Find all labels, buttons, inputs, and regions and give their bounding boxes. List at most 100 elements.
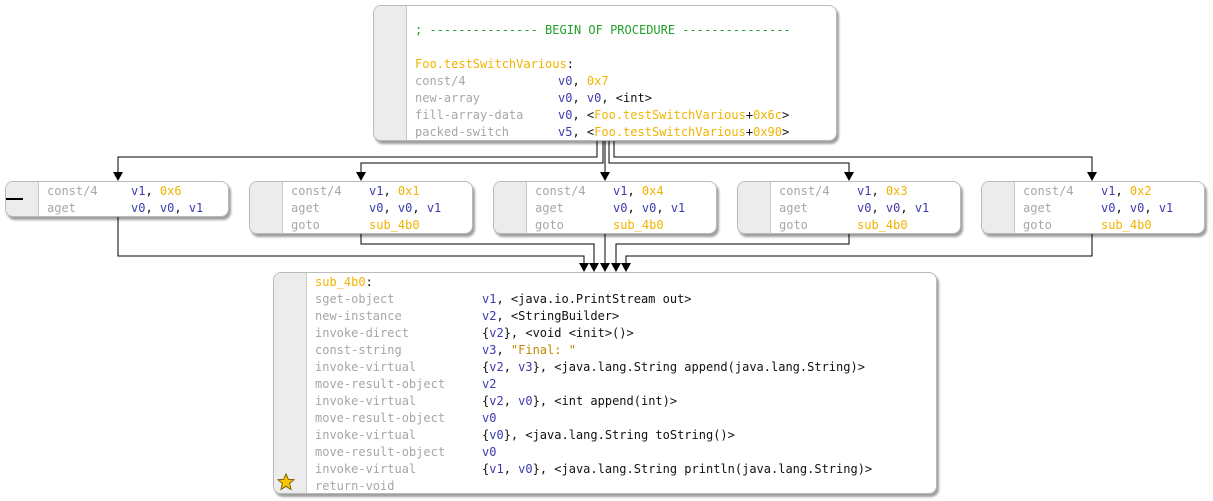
constant-operand: 0x90 — [753, 125, 782, 139]
instruction-line[interactable]: invoke-virtual{v0}, <java.lang.String to… — [315, 427, 932, 444]
constant-operand: 0x6 — [159, 184, 182, 198]
block-label[interactable]: sub_4b0: — [315, 274, 932, 291]
register-operand: v1 — [1101, 184, 1116, 198]
operand-text: , — [627, 184, 642, 198]
label-operand[interactable]: sub_4b0 — [857, 218, 908, 232]
label-operand[interactable]: sub_4b0 — [369, 218, 420, 232]
register-operand: v1 — [369, 184, 384, 198]
block-code: ; --------------- BEGIN OF PROCEDURE ---… — [415, 22, 832, 140]
entry-block[interactable]: ; --------------- BEGIN OF PROCEDURE ---… — [373, 5, 837, 141]
operand-text: > — [782, 125, 790, 139]
operand-text: }, <java.lang.String toString()> — [503, 428, 735, 442]
arrowhead — [589, 263, 599, 272]
operand-text: + — [745, 125, 754, 139]
operand-text: , <StringBuilder> — [496, 309, 620, 323]
operand-text: { — [482, 326, 490, 340]
instruction-mnemonic: move-result-object — [315, 377, 446, 391]
register-operand: v2 — [482, 309, 497, 323]
operand-text: , — [900, 201, 915, 215]
arrowhead — [611, 263, 621, 272]
blank-line — [415, 39, 832, 56]
arrowhead — [621, 263, 631, 272]
instruction-line[interactable]: goto sub_4b0 — [1023, 217, 1200, 233]
label-colon: : — [566, 57, 574, 71]
operand-text: , < — [572, 108, 595, 122]
instruction-mnemonic: goto — [1023, 218, 1052, 232]
label-operand[interactable]: sub_4b0 — [613, 218, 664, 232]
register-operand: v2 — [489, 326, 504, 340]
register-operand: v0 — [885, 201, 901, 215]
register-operand: v1 — [426, 201, 442, 215]
instruction-mnemonic: invoke-virtual — [315, 360, 417, 374]
operand-text: , — [496, 343, 511, 357]
label-text: Foo.testSwitchVarious — [415, 57, 567, 71]
arrowhead — [600, 263, 610, 272]
register-operand: v1 — [613, 184, 628, 198]
label-operand[interactable]: sub_4b0 — [1101, 218, 1152, 232]
register-operand: v1 — [1158, 201, 1174, 215]
instruction-mnemonic: invoke-direct — [315, 326, 409, 340]
instruction-mnemonic: const/4 — [1023, 184, 1074, 198]
operand-text: , — [871, 201, 886, 215]
constant-operand: 0x2 — [1129, 184, 1152, 198]
instruction-line[interactable]: invoke-virtual{v2, v0}, <int append(int)… — [315, 393, 932, 410]
instruction-line[interactable]: invoke-virtual{v1, v0}, <java.lang.Strin… — [315, 461, 932, 478]
register-operand: v0 — [558, 91, 573, 105]
register-operand: v0 — [857, 201, 872, 215]
register-operand: v0 — [482, 445, 497, 459]
operand-text: , — [145, 201, 160, 215]
label-operand[interactable]: Foo.testSwitchVarious — [594, 125, 746, 139]
edge-switch-to-case-1 — [117, 141, 598, 176]
edge-case-5-to-exit — [625, 234, 1093, 264]
procedure-comment: ; --------------- BEGIN OF PROCEDURE ---… — [415, 23, 791, 37]
instruction-line[interactable]: invoke-virtual{v2, v3}, <java.lang.Strin… — [315, 359, 932, 376]
register-operand: v0 — [397, 201, 413, 215]
instruction-line[interactable]: invoke-direct{v2}, <void <init>()> — [315, 325, 932, 342]
block-gutter — [250, 182, 283, 233]
register-operand: v0 — [131, 201, 146, 215]
arrowhead — [844, 172, 854, 181]
edge-switch-to-case-2 — [360, 141, 604, 176]
gutter-marker — [6, 198, 23, 200]
register-operand: v1 — [489, 462, 504, 476]
instruction-mnemonic: aget — [1023, 201, 1052, 215]
label-operand[interactable]: Foo.testSwitchVarious — [594, 108, 746, 122]
register-operand: v1 — [482, 292, 497, 306]
operand-text: , — [145, 184, 160, 198]
instruction-line[interactable]: return-void — [315, 478, 932, 493]
register-operand: v0 — [613, 201, 628, 215]
register-operand: v0 — [1101, 201, 1116, 215]
procedure-label[interactable]: Foo.testSwitchVarious: — [415, 56, 832, 73]
constant-operand: 0x4 — [641, 184, 664, 198]
block-gutter — [374, 6, 407, 140]
